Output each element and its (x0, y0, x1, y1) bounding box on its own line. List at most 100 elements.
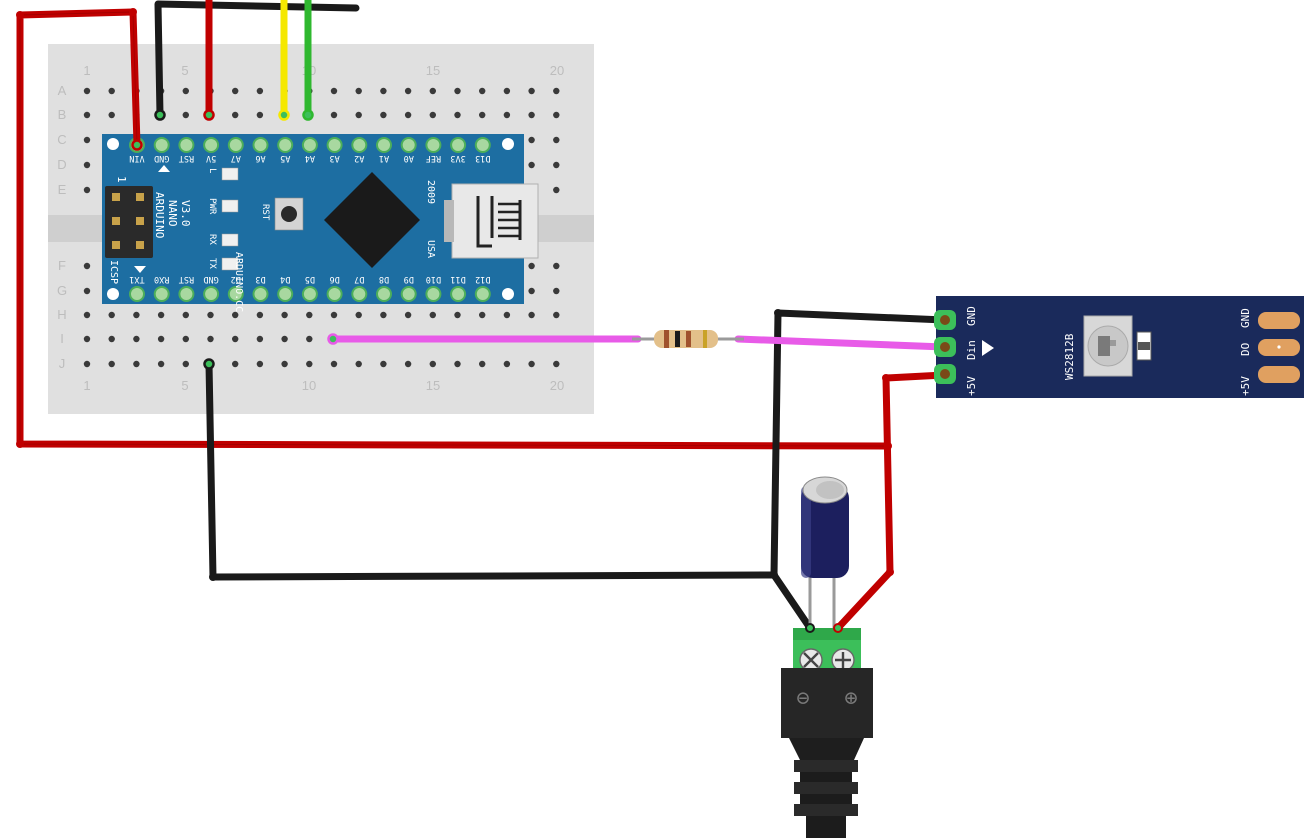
breadboard-hole[interactable] (404, 111, 412, 119)
breadboard-hole[interactable] (404, 360, 412, 368)
breadboard-hole[interactable] (182, 111, 189, 119)
breadboard-hole[interactable] (256, 87, 264, 95)
breadboard-hole[interactable] (553, 87, 560, 95)
breadboard-hole[interactable] (108, 111, 115, 119)
electrolytic-capacitor[interactable] (801, 476, 849, 628)
breadboard-hole[interactable] (503, 87, 511, 95)
breadboard-hole[interactable] (380, 360, 387, 368)
breadboard-hole[interactable] (232, 360, 239, 368)
breadboard-hole[interactable] (157, 360, 165, 368)
wire-black-gnd-top[interactable] (154, 0, 360, 119)
breadboard-hole[interactable] (83, 262, 91, 270)
breadboard-hole[interactable] (83, 311, 91, 319)
header-pin[interactable] (301, 137, 318, 153)
breadboard-hole[interactable] (528, 161, 535, 169)
breadboard-hole[interactable] (479, 311, 486, 319)
breadboard-hole[interactable] (108, 311, 115, 319)
wire-magenta-din[interactable] (734, 335, 948, 351)
breadboard-hole[interactable] (528, 87, 535, 95)
breadboard-hole[interactable] (553, 262, 560, 270)
header-pin[interactable] (326, 286, 343, 302)
breadboard-hole[interactable] (207, 311, 214, 319)
breadboard-hole[interactable] (108, 360, 115, 368)
header-pin[interactable] (277, 286, 294, 302)
breadboard-hole[interactable] (380, 111, 387, 119)
breadboard-hole[interactable] (306, 311, 313, 319)
breadboard-hole[interactable] (503, 111, 511, 119)
breadboard-hole[interactable] (256, 311, 264, 319)
breadboard-hole[interactable] (182, 87, 189, 95)
breadboard-hole[interactable] (429, 311, 436, 319)
breadboard-hole[interactable] (553, 186, 560, 194)
breadboard-hole[interactable] (207, 335, 214, 343)
breadboard-hole[interactable] (232, 87, 239, 95)
wire-black-gnd-power[interactable] (205, 360, 814, 632)
breadboard-hole[interactable] (528, 111, 535, 119)
breadboard-hole[interactable] (528, 287, 535, 295)
header-pin[interactable] (153, 286, 170, 302)
breadboard-hole[interactable] (528, 262, 535, 270)
breadboard-hole[interactable] (330, 360, 338, 368)
header-pin[interactable] (376, 286, 392, 302)
breadboard-hole[interactable] (232, 311, 239, 319)
breadboard-hole[interactable] (133, 335, 140, 343)
breadboard-hole[interactable] (83, 111, 91, 119)
header-pin[interactable] (425, 137, 442, 153)
breadboard-hole[interactable] (83, 136, 91, 144)
breadboard-hole[interactable] (355, 87, 362, 95)
breadboard-hole[interactable] (404, 311, 412, 319)
breadboard-hole[interactable] (553, 136, 560, 144)
breadboard-hole[interactable] (528, 360, 535, 368)
breadboard-hole[interactable] (429, 111, 436, 119)
breadboard-hole[interactable] (503, 360, 511, 368)
header-pin[interactable] (178, 137, 195, 153)
breadboard-hole[interactable] (330, 87, 338, 95)
breadboard-hole[interactable] (429, 360, 436, 368)
breadboard-hole[interactable] (429, 87, 436, 95)
breadboard-hole[interactable] (256, 335, 264, 343)
breadboard-hole[interactable] (479, 87, 486, 95)
breadboard-hole[interactable] (553, 287, 560, 295)
header-pin[interactable] (252, 286, 269, 302)
breadboard-hole[interactable] (355, 111, 362, 119)
header-pin[interactable] (450, 286, 467, 302)
header-pin[interactable] (326, 137, 343, 153)
header-pin[interactable] (227, 137, 244, 153)
header-pin[interactable] (129, 286, 145, 302)
breadboard-hole[interactable] (256, 111, 264, 119)
header-pin[interactable] (203, 286, 220, 302)
breadboard-hole[interactable] (232, 335, 239, 343)
header-pin[interactable] (450, 137, 467, 153)
breadboard-hole[interactable] (528, 136, 535, 144)
breadboard-hole[interactable] (182, 335, 189, 343)
breadboard-hole[interactable] (553, 161, 560, 169)
breadboard-hole[interactable] (479, 360, 486, 368)
breadboard-hole[interactable] (380, 311, 387, 319)
breadboard-hole[interactable] (83, 287, 91, 295)
breadboard-hole[interactable] (133, 311, 140, 319)
breadboard-hole[interactable] (454, 311, 461, 319)
header-pin[interactable] (351, 286, 368, 302)
breadboard-hole[interactable] (479, 111, 486, 119)
dc-power-jack[interactable]: ⊖ ⊕ (781, 628, 873, 838)
breadboard-hole[interactable] (256, 360, 264, 368)
breadboard-hole[interactable] (454, 111, 461, 119)
breadboard-hole[interactable] (83, 360, 91, 368)
header-pin[interactable] (376, 137, 392, 153)
header-pin[interactable] (203, 137, 220, 153)
header-pin[interactable] (277, 137, 294, 153)
breadboard-hole[interactable] (503, 311, 511, 319)
header-pin[interactable] (252, 137, 269, 153)
breadboard-hole[interactable] (83, 87, 91, 95)
breadboard-hole[interactable] (454, 360, 461, 368)
breadboard-hole[interactable] (306, 360, 313, 368)
strip-pad-5v-out[interactable] (1258, 366, 1300, 383)
header-pin[interactable] (474, 286, 491, 302)
header-pin[interactable] (351, 137, 368, 153)
breadboard-hole[interactable] (232, 111, 239, 119)
breadboard-hole[interactable] (306, 335, 313, 343)
header-pin[interactable] (400, 137, 417, 153)
header-pin[interactable] (178, 286, 195, 302)
breadboard-hole[interactable] (454, 87, 461, 95)
